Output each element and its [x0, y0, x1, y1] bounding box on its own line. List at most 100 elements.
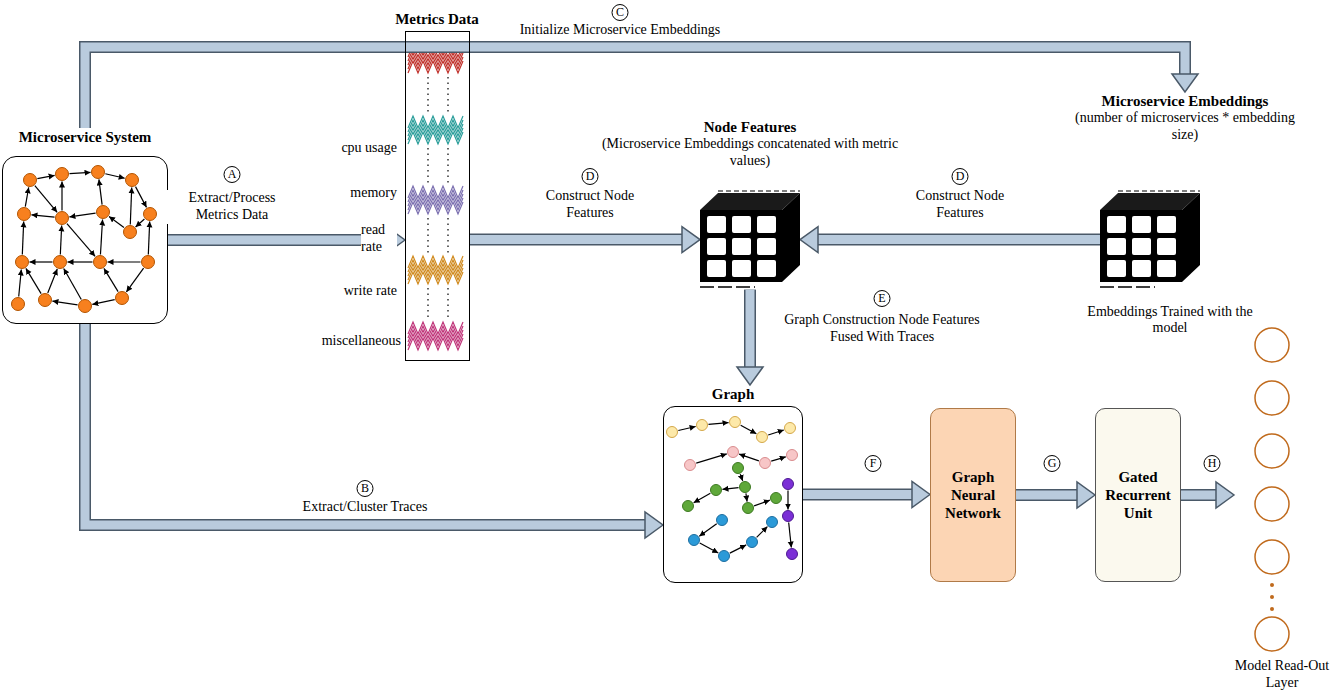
cube-cell: [757, 238, 776, 255]
fat-arrow: [470, 227, 700, 253]
fat-arrow: [737, 290, 763, 385]
cube-side: [1182, 193, 1200, 282]
graph-vertex: [79, 300, 92, 313]
arrow-head: [737, 367, 763, 385]
dotted-line: [427, 218, 428, 254]
graph-vertex: [783, 511, 794, 522]
node-title: Graph: [663, 385, 803, 403]
graph-arrow: [61, 182, 62, 211]
readout-neuron: [1255, 328, 1289, 362]
fat-arrow: [1181, 482, 1234, 508]
graph-vertex: [97, 206, 110, 219]
edge-label: Extract/Cluster Traces: [303, 499, 428, 516]
graph-arrow: [148, 221, 149, 254]
graph-arrow: [109, 216, 124, 227]
edge-label: Initialize Microservice Embeddings: [520, 22, 721, 39]
callout-letter: B: [357, 480, 374, 497]
arrow-shaft: [85, 324, 646, 525]
edge-label: Graph Construction Node Features Fused W…: [767, 312, 997, 346]
cube-cell: [707, 260, 726, 277]
graph-arrow: [678, 426, 695, 430]
graph-vertex: [56, 212, 69, 225]
node-text: (Microservice Embeddings concatenated wi…: [600, 136, 900, 170]
trace-clusters: [667, 417, 798, 562]
arrow-shaft-outline: [85, 324, 646, 525]
dotted-line: [427, 77, 428, 114]
cube-cell: [732, 216, 751, 233]
graph-arrow: [754, 500, 770, 506]
graph-arrow: [67, 224, 95, 257]
cube-cell: [1132, 260, 1151, 277]
readout-neuron: [1255, 617, 1289, 651]
graph-arrow: [19, 269, 22, 296]
cube-cell: [1107, 238, 1126, 255]
fat-arrow: [803, 482, 930, 508]
graph-arrow: [730, 545, 746, 553]
node-outline: [663, 406, 803, 583]
arrow-shaft-outline: [168, 234, 388, 246]
graph-arrow: [700, 543, 719, 553]
graph-vertex: [126, 174, 139, 187]
graph-vertex: [92, 166, 105, 179]
arrow-head: [645, 512, 663, 538]
graph-arrow: [64, 269, 82, 300]
graph-vertex: [757, 432, 768, 443]
graph-arrow: [746, 493, 747, 501]
fat-arrow: [85, 324, 663, 538]
ellipsis-dot: [1270, 607, 1274, 611]
graph-arrow: [757, 527, 768, 538]
arrow-shaft: [803, 490, 913, 499]
graph-arrow: [696, 454, 727, 463]
node-text: Embeddings Trained with the model: [1085, 304, 1255, 338]
graph-arrow: [69, 213, 95, 217]
node-title: Microservice System: [2, 128, 168, 146]
node-title: Graph Neural Network: [935, 468, 1011, 522]
arrow-shaft-outline: [1181, 489, 1217, 501]
graph-arrow: [99, 179, 102, 204]
cube-cell: [1157, 238, 1176, 255]
cube-cell: [732, 260, 751, 277]
arrow-shaft-outline: [1016, 489, 1078, 501]
tensor-cube: [700, 190, 800, 290]
readout-neuron: [1255, 540, 1289, 574]
metric-wave: [408, 338, 463, 350]
cube-cell: [707, 238, 726, 255]
cube-cell: [707, 216, 726, 233]
dotted-line: [447, 288, 448, 320]
graph-vertex: [711, 485, 722, 496]
graph-arrow: [26, 268, 41, 293]
graph-arrow: [694, 493, 711, 503]
cube-front: [700, 210, 782, 282]
graph-vertex: [783, 479, 794, 490]
graph-arrow: [60, 225, 61, 254]
dotted-line: [427, 148, 428, 184]
embedding-cube: Microservice Embeddings(number of micros…: [1040, 92, 1330, 337]
system-box: Microservice System: [2, 128, 168, 324]
metric-name: memory: [350, 185, 397, 202]
metric-waves: [408, 45, 463, 350]
edge-label: Extract/Process Metrics Data: [167, 190, 297, 224]
graph-vertex: [728, 447, 739, 458]
cube-cell: [1107, 216, 1126, 233]
graph-vertex: [667, 427, 678, 438]
cube-cell: [757, 216, 776, 233]
readout-layer: Model Read-Out Layer: [1234, 325, 1330, 692]
cube-front: [1100, 210, 1182, 282]
graph-vertex: [54, 256, 67, 269]
callout-letter: E: [874, 290, 891, 307]
metric-wave: [408, 61, 463, 73]
graph-vertex: [740, 482, 751, 493]
arrow-shaft-outline: [803, 489, 913, 501]
graph-arrow: [741, 425, 757, 434]
graph-arrow: [789, 522, 792, 547]
graph-box: Graph: [663, 385, 803, 583]
cube-cell: [757, 260, 776, 277]
graph-vertex: [56, 168, 69, 181]
readout-neuron: [1255, 381, 1289, 415]
arrow-shaft: [1016, 491, 1078, 500]
arrow-shaft: [85, 47, 1185, 128]
graph-vertex: [760, 458, 771, 469]
graph-vertex: [771, 493, 782, 504]
arrow-head: [1172, 74, 1198, 92]
microservice-graph: [12, 166, 157, 313]
